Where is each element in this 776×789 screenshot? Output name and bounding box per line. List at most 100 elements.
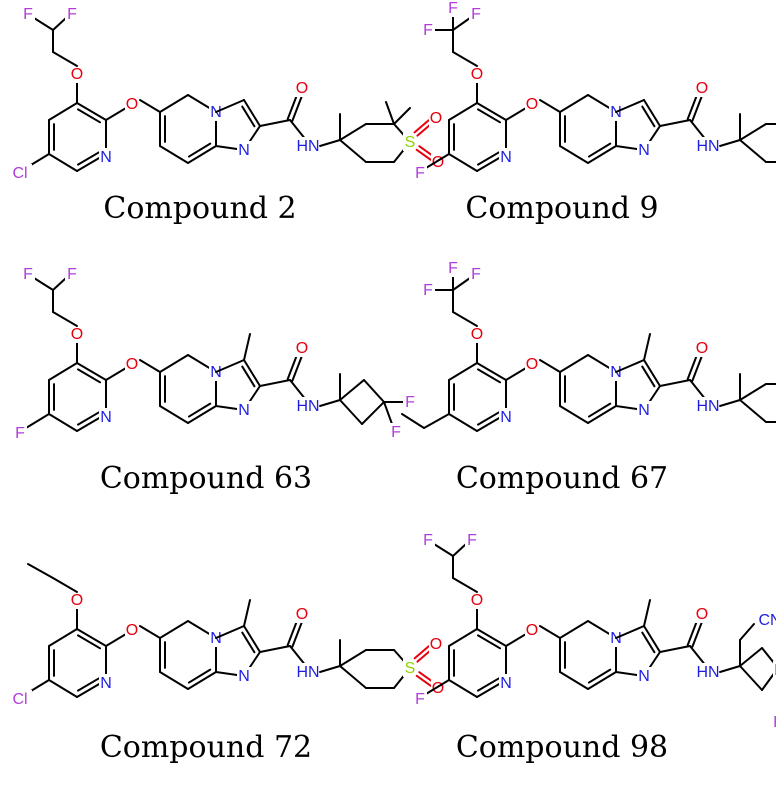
- ether-oxygen: O: [471, 326, 483, 343]
- bond-line: [139, 625, 161, 639]
- atom-mask: [403, 659, 417, 677]
- atom-mask: [295, 79, 309, 97]
- imidazole-nitrogen: N: [638, 668, 650, 685]
- bond-line: [187, 405, 217, 424]
- imidazole-nitrogen: N: [238, 668, 250, 685]
- atom-mask: [125, 355, 139, 373]
- atom-mask: [470, 325, 484, 343]
- bond-line: [383, 401, 393, 425]
- bond-line: [448, 102, 478, 121]
- atom-mask: [525, 95, 539, 113]
- bond-line: [643, 333, 651, 361]
- atom-mask: [421, 531, 435, 549]
- atom-mask: [421, 281, 435, 299]
- bond-line: [719, 665, 741, 673]
- bond-line: [452, 51, 478, 67]
- bond-line: [48, 628, 78, 647]
- chlorine-atom: Cl: [12, 691, 27, 708]
- bond-line: [425, 679, 450, 695]
- atom-mask: [237, 401, 251, 419]
- bond-line: [689, 379, 707, 401]
- atom-mask: [695, 79, 709, 97]
- atom-mask: [65, 265, 79, 283]
- bond-line: [215, 625, 245, 639]
- ring-double-bond: [641, 365, 656, 388]
- atom-mask: [499, 408, 513, 426]
- bond-line: [739, 399, 767, 423]
- bond-line: [48, 679, 78, 698]
- carbonyl-oxygen: O: [696, 80, 708, 97]
- bond-line: [339, 399, 363, 425]
- fluorine-atom: F: [448, 0, 458, 17]
- bond-line: [401, 413, 425, 429]
- bond-line: [587, 405, 617, 424]
- atom-mask: [296, 663, 320, 681]
- carbonyl-oxygen: O: [296, 340, 308, 357]
- atom-mask: [125, 621, 139, 639]
- bond-line: [339, 123, 367, 141]
- ring-double-bond: [241, 365, 256, 388]
- bond-line: [105, 107, 127, 121]
- bond-line: [559, 354, 589, 373]
- bond-line: [539, 99, 561, 113]
- atom-mask: [413, 690, 427, 708]
- bond-line: [159, 405, 189, 424]
- bond-line: [423, 413, 450, 429]
- sulfonyl-bond: [418, 671, 435, 684]
- amide-nitrogen: HN: [696, 138, 719, 155]
- aryl-ether-oxygen: O: [526, 96, 538, 113]
- bond-line: [689, 645, 707, 667]
- bond-line: [739, 665, 763, 691]
- ring-double-bond: [187, 142, 212, 158]
- atom-mask: [296, 397, 320, 415]
- aryl-ether-oxygen: O: [126, 356, 138, 373]
- bond-line: [289, 379, 307, 401]
- bond-line: [159, 671, 189, 690]
- atom-mask: [469, 265, 483, 283]
- atom-mask: [99, 408, 113, 426]
- atom-mask: [237, 141, 251, 159]
- atom-mask: [21, 265, 35, 283]
- amide-nitrogen: HN: [696, 664, 719, 681]
- carbonyl-bond: [686, 352, 699, 381]
- nitrile-group: CN: [758, 612, 776, 629]
- bond-line: [243, 599, 251, 627]
- sulfonyl-bond: [418, 145, 435, 158]
- atom-mask: [8, 164, 32, 182]
- bond-line: [643, 359, 661, 387]
- sulfur-atom: S: [405, 660, 416, 677]
- bond-line: [659, 379, 691, 387]
- bond-line: [339, 649, 367, 667]
- compound-caption: Compound 63: [100, 461, 312, 496]
- ring-double-bond: [641, 105, 656, 128]
- ring-double-bond: [187, 402, 212, 418]
- atom-mask: [695, 605, 709, 623]
- bond-line: [385, 101, 395, 125]
- sulfur-atom: S: [405, 134, 416, 151]
- carbonyl-oxygen: O: [296, 80, 308, 97]
- bond-line: [739, 623, 755, 641]
- bond-line: [259, 379, 291, 387]
- ring-double-bond: [241, 105, 256, 128]
- carbonyl-oxygen: O: [696, 606, 708, 623]
- bond-line: [739, 647, 763, 667]
- ring-double-bond: [77, 108, 102, 124]
- bond-line: [243, 359, 261, 387]
- bond-line: [452, 577, 478, 593]
- bond-line: [52, 51, 78, 67]
- bond-line: [659, 119, 691, 127]
- carbonyl-bond: [286, 92, 299, 121]
- bond-line: [159, 145, 189, 164]
- compound-structure: NOFFFONNOHNSOO: [401, 259, 776, 432]
- compound-structure: NFOFFONNOHNFF: [13, 265, 417, 442]
- ether-oxygen: O: [471, 66, 483, 83]
- bond-line: [215, 99, 245, 113]
- ring-double-bond: [587, 668, 612, 684]
- compound-structure: NFOFFFONNOHNSOO: [413, 0, 776, 182]
- bond-line: [139, 359, 161, 373]
- bond-line: [689, 119, 707, 141]
- atom-mask: [70, 65, 84, 83]
- ring-double-bond: [477, 108, 502, 124]
- compound-structure: NClOONNOHNSOO: [8, 563, 445, 708]
